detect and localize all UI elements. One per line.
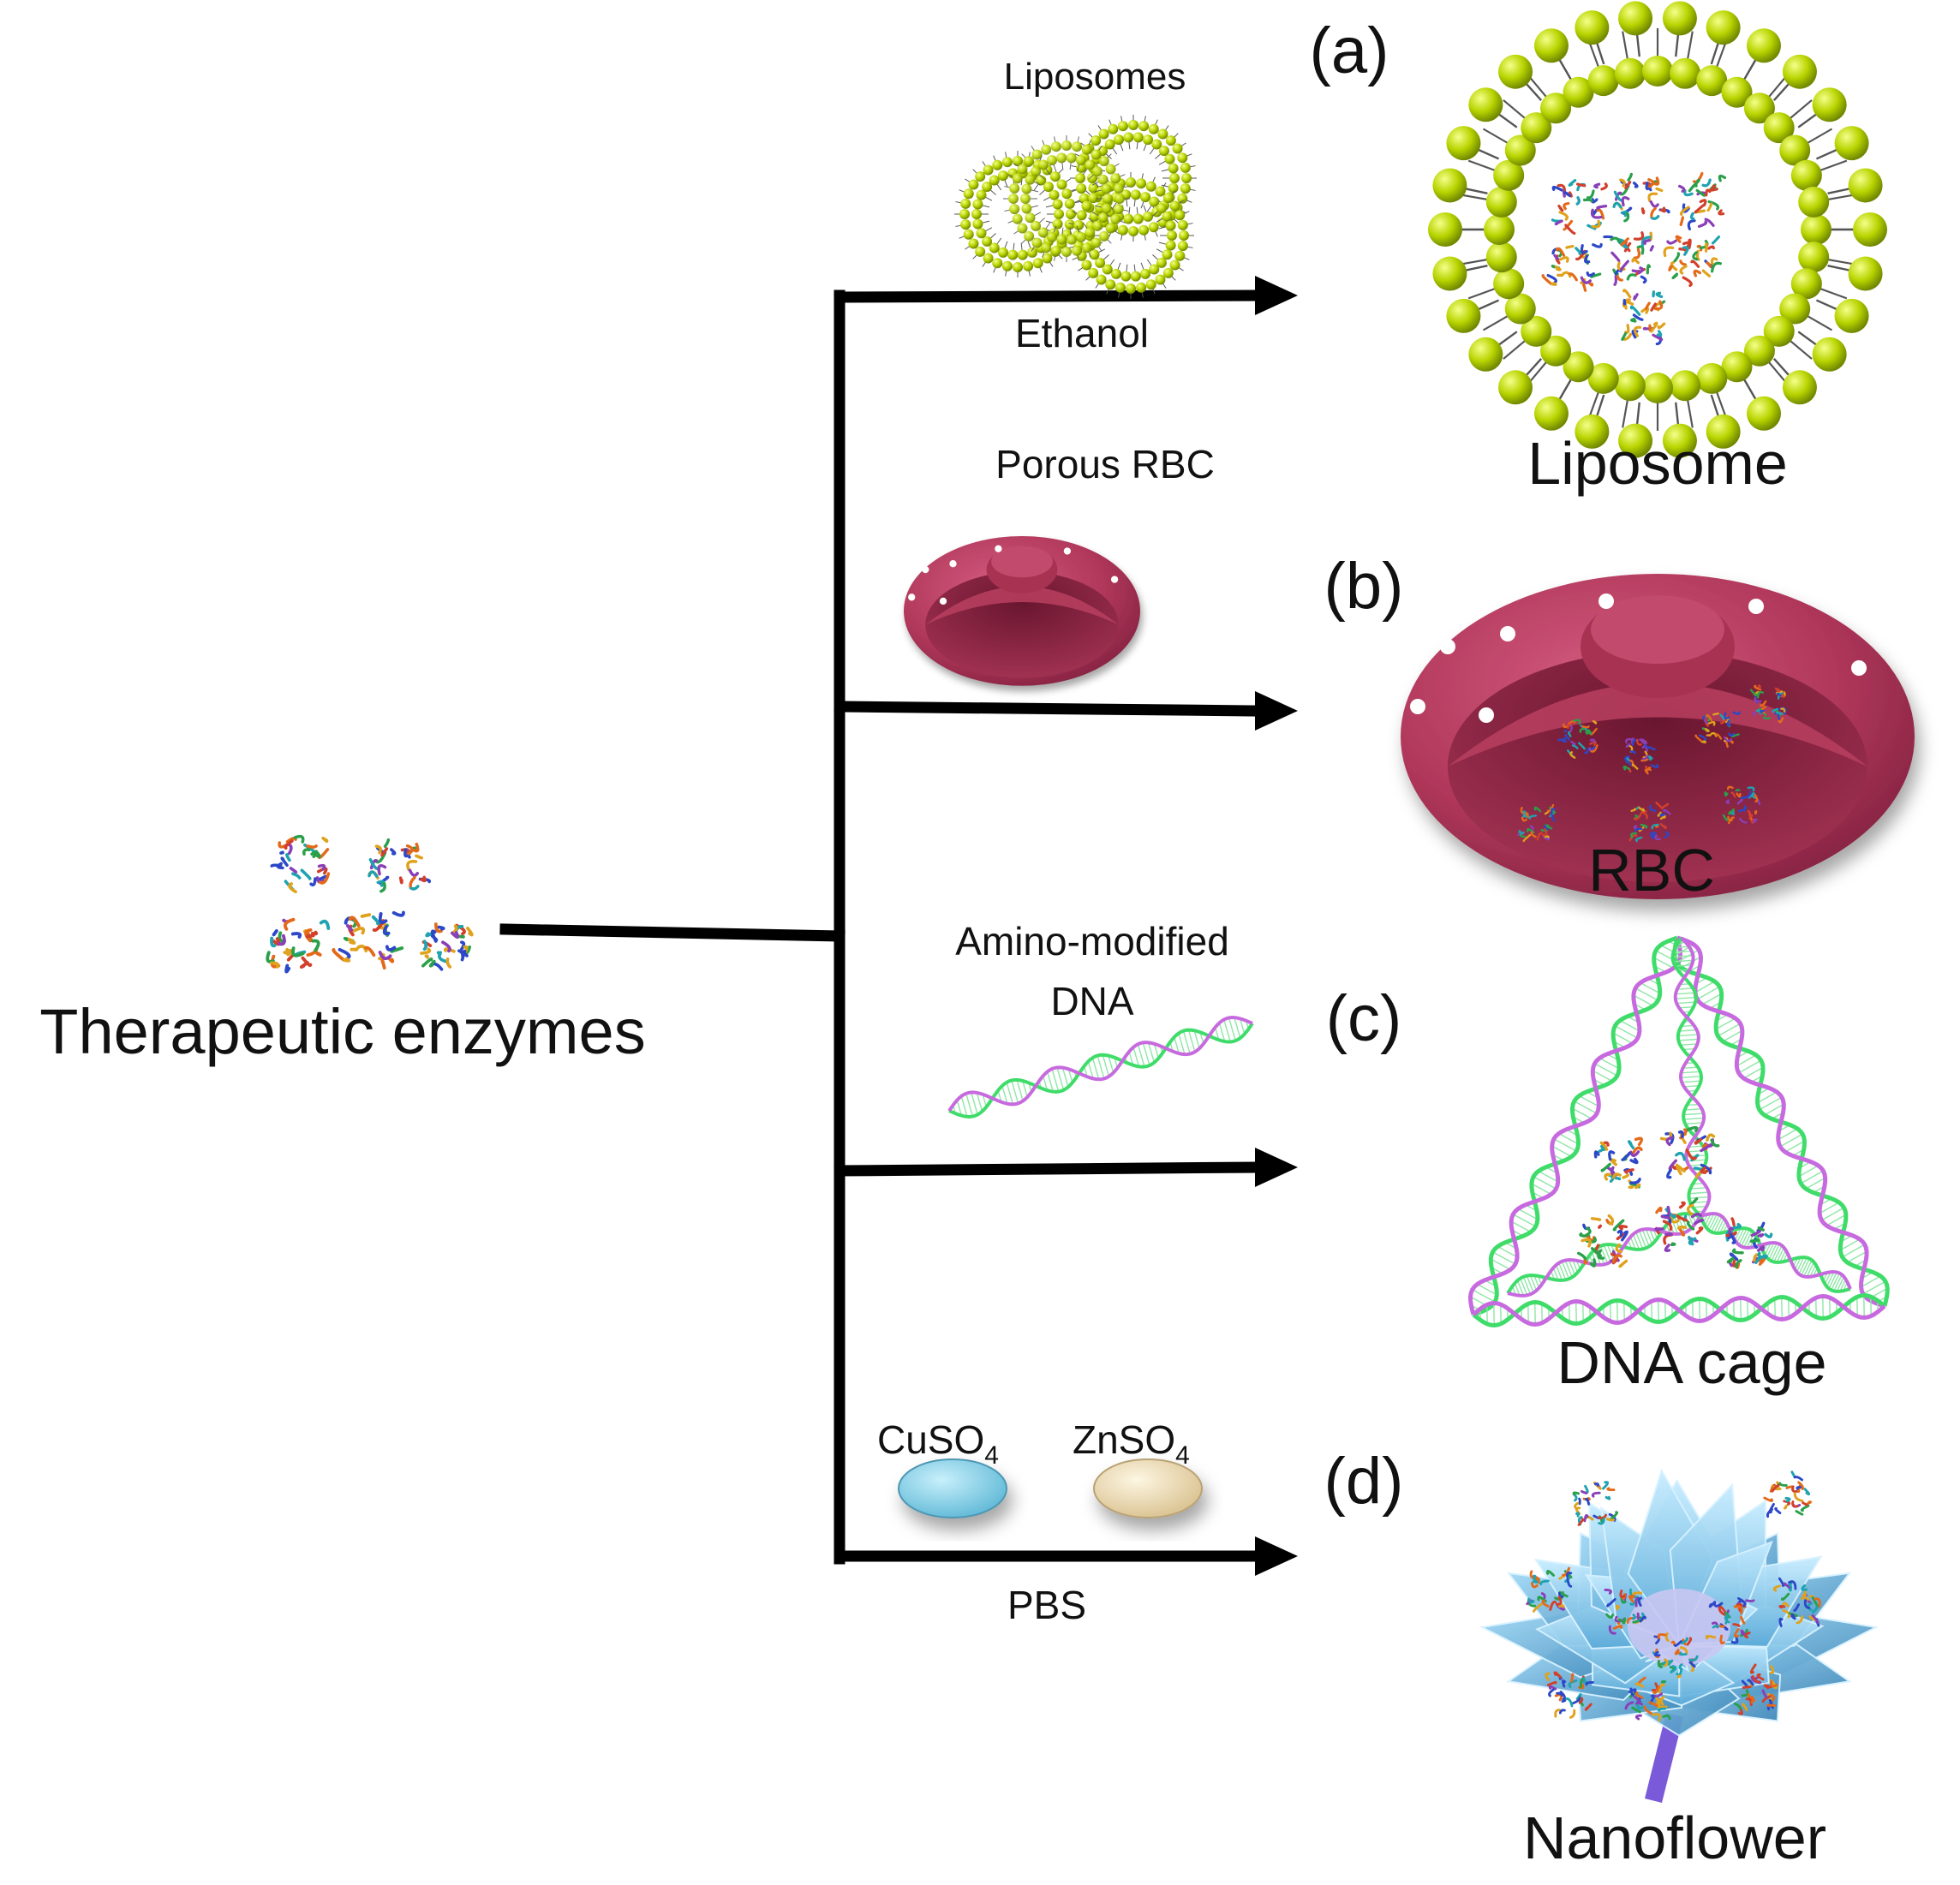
arrowhead-d	[1255, 1536, 1298, 1576]
reagent-label-znso4: ZnSO4	[1073, 1417, 1190, 1470]
arrow-shaft-b	[834, 701, 1261, 717]
condition-label-pbs: PBS	[1007, 1583, 1086, 1627]
panel-label-d: (d)	[1324, 1445, 1404, 1518]
cuso4-pellet-icon	[898, 1458, 1007, 1518]
arrowhead-a	[1255, 276, 1298, 315]
source-line	[499, 923, 846, 942]
product-label-rbc: RBC	[1588, 837, 1715, 904]
reagent-label-dna: DNA	[1050, 979, 1133, 1023]
enzyme-cluster-icon	[266, 834, 474, 974]
panel-label-b: (b)	[1324, 550, 1404, 623]
panel-label-c: (c)	[1326, 982, 1402, 1055]
rbc-product-icon	[1401, 574, 1915, 899]
product-label-nanoflower: Nanoflower	[1523, 1804, 1826, 1871]
product-label-dna-cage: DNA cage	[1557, 1329, 1826, 1396]
liposome-icon	[954, 115, 1197, 299]
dna-cage-icon	[1468, 935, 1890, 1328]
reagent-label-amino-modified: Amino-modified	[955, 919, 1229, 963]
reagent-label-liposomes: Liposomes	[1004, 56, 1186, 98]
panel-label-a: (a)	[1310, 15, 1389, 87]
product-label-liposome: Liposome	[1527, 430, 1788, 497]
nanoflower-icon	[1479, 1468, 1879, 1803]
arrowhead-b	[1255, 691, 1298, 731]
reagent-label-cuso4: CuSO4	[877, 1417, 999, 1470]
arrowhead-c	[1255, 1148, 1298, 1187]
arrow-shaft-a	[834, 289, 1261, 303]
reagent-label-porous-rbc: Porous RBC	[995, 442, 1215, 486]
rbc-icon	[904, 536, 1140, 686]
source-label: Therapeutic enzymes	[39, 996, 645, 1067]
flow-connector	[499, 289, 1261, 1565]
condition-label-ethanol: Ethanol	[1015, 311, 1149, 355]
arrow-shaft-c	[834, 1161, 1261, 1177]
dna-helix-icon	[947, 1016, 1254, 1118]
znso4-pellet-icon	[1093, 1458, 1203, 1518]
liposome-product-icon	[1428, 1, 1887, 458]
